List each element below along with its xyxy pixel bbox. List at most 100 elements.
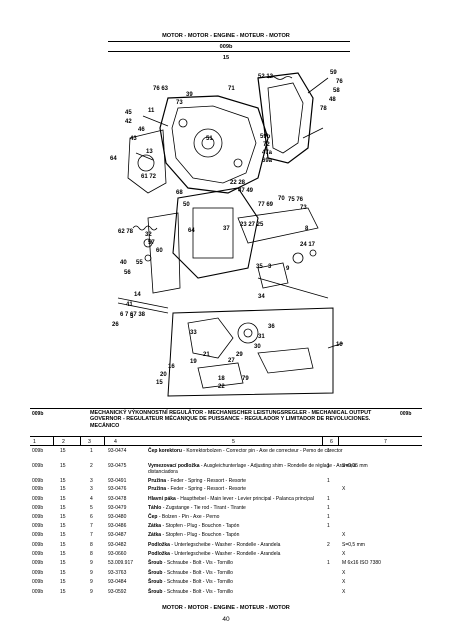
- row-description-czech: Podložka: [148, 551, 170, 557]
- row-group: 009b: [32, 589, 44, 595]
- page-header-page: 15: [222, 55, 230, 61]
- callout-label: 30: [254, 344, 261, 350]
- callout-label: 3: [268, 264, 272, 270]
- row-group: 009b: [32, 542, 44, 548]
- row-description: Šroub - Schraube - Bolt - Vis - Tornillo: [148, 589, 376, 595]
- row-description-czech: Čep korektoru: [148, 448, 182, 454]
- row-description-translations: - Feder - Spring - Ressort - Resorte: [166, 486, 247, 492]
- row-page: 15: [60, 570, 66, 576]
- row-page: 15: [60, 505, 66, 511]
- callout-label: 20: [160, 372, 167, 378]
- row-page: 15: [60, 463, 66, 469]
- callout-label: 59: [330, 70, 337, 76]
- row-page: 15: [60, 514, 66, 520]
- row-group: 009b: [32, 560, 44, 566]
- callout-label: 52 12: [258, 74, 274, 80]
- row-position: 8: [90, 551, 93, 557]
- callout-label: 78: [320, 106, 327, 112]
- page-header-group: 009b: [219, 44, 233, 50]
- row-position: 7: [90, 532, 93, 538]
- row-quantity: 1: [327, 478, 330, 484]
- callout-label: 13: [146, 149, 153, 155]
- callout-label: 32: [145, 232, 152, 238]
- row-description-czech: Zátka: [148, 532, 162, 538]
- row-part-number: 93-0660: [108, 551, 127, 557]
- callout-label: 33: [190, 330, 197, 336]
- row-description: Šroub - Schraube - Bolt - Vis - Tornillo: [148, 579, 376, 585]
- row-description: Zátka - Stopfen - Plug - Bouchon - Tapón: [148, 532, 376, 538]
- column-divider: [104, 436, 105, 445]
- callout-label: 24 17: [300, 242, 316, 248]
- callout-label: 9: [286, 266, 290, 272]
- row-description-translations: - Unterlegscheibe - Washer - Rondelle - …: [169, 542, 281, 548]
- callout-label: 18: [218, 376, 225, 382]
- header-rule: [108, 41, 350, 42]
- row-description: Zátka - Stopfen - Plug - Bouchon - Tapón: [148, 523, 376, 529]
- callout-label: 47 49: [238, 188, 254, 194]
- row-description-translations: - Schraube - Bolt - Vis - Tornillo: [162, 570, 233, 576]
- row-page: 15: [60, 496, 66, 502]
- callout-label: 69a: [262, 158, 273, 164]
- row-group: 009b: [32, 486, 44, 492]
- row-position: 9: [90, 570, 93, 576]
- row-page: 15: [60, 542, 66, 548]
- callout-label: 68: [176, 190, 183, 196]
- row-group: 009b: [32, 523, 44, 529]
- row-position: 5: [90, 505, 93, 511]
- callout-label: 22 28: [230, 180, 246, 186]
- row-position: 1: [90, 448, 93, 454]
- row-description-czech: Šroub: [148, 589, 163, 595]
- row-group: 009b: [32, 505, 44, 511]
- row-quantity: 2: [327, 542, 330, 548]
- row-note: X: [342, 579, 346, 585]
- row-description: Šroub - Schraube - Bolt - Vis - Tornillo: [148, 560, 376, 566]
- row-part-number: 93-0480: [108, 514, 127, 520]
- callout-label: 72: [263, 142, 270, 148]
- column-divider: [80, 436, 81, 445]
- row-description-czech: Táhlo: [148, 505, 162, 511]
- row-description-czech: Čep: [148, 514, 158, 520]
- row-note: S=0,5 mm: [342, 542, 365, 548]
- callout-label: 31: [258, 334, 265, 340]
- callout-label: 76: [336, 79, 343, 85]
- row-description: Podložka - Unterlegscheibe - Washer - Ro…: [148, 551, 376, 557]
- row-group: 009b: [32, 532, 44, 538]
- callout-label: 48: [329, 97, 336, 103]
- row-description: Vymezovací podložka - Ausgleichunterlage…: [148, 463, 376, 475]
- callout-label: 40: [120, 260, 127, 266]
- row-description-translations: - Zugstange - Tie rod - Tirant - Tirante: [161, 505, 246, 511]
- row-page: 15: [60, 478, 66, 484]
- column-header: 5: [232, 439, 235, 445]
- callout-label: 11: [148, 108, 155, 114]
- row-description-czech: Pružina: [148, 478, 167, 484]
- row-part-number: 93-0491: [108, 478, 127, 484]
- callout-label: 35: [256, 264, 263, 270]
- row-page: 15: [60, 551, 66, 557]
- row-quantity: 1: [327, 560, 330, 566]
- row-description: Podložka - Unterlegscheibe - Washer - Ro…: [148, 542, 376, 548]
- row-description: Šroub - Schraube - Bolt - Vis - Tornillo: [148, 570, 376, 576]
- row-group: 009b: [32, 478, 44, 484]
- callout-label: 45: [125, 110, 132, 116]
- row-part-number: 93-0487: [108, 532, 127, 538]
- table-rule: [30, 436, 422, 437]
- row-page: 15: [60, 486, 66, 492]
- row-description-translations: - Unterlegscheibe - Washer - Rondelle - …: [169, 551, 281, 557]
- row-description-translations: - Feder - Spring - Ressort - Resorte: [166, 478, 247, 484]
- row-position: 8: [90, 542, 93, 548]
- callout-label: 62 78: [118, 229, 134, 235]
- callout-label: 55: [136, 260, 143, 266]
- row-position: 9: [90, 589, 93, 595]
- row-note: X: [342, 486, 346, 492]
- column-divider: [322, 436, 323, 445]
- row-quantity: 1: [327, 496, 330, 502]
- callout-label: 51: [206, 136, 213, 142]
- row-description: Táhlo - Zugstange - Tie rod - Tirant - T…: [148, 505, 376, 511]
- callout-label: 27: [228, 358, 235, 364]
- row-part-number: 93-0482: [108, 542, 127, 548]
- callout-label: 64: [188, 228, 195, 234]
- row-note: X: [342, 589, 346, 595]
- row-description-czech: Hlavní páka: [148, 496, 176, 502]
- page-number: 40: [222, 616, 230, 623]
- row-description-translations: - Korrektorbolzen - Corrector pin - Axe …: [181, 448, 343, 454]
